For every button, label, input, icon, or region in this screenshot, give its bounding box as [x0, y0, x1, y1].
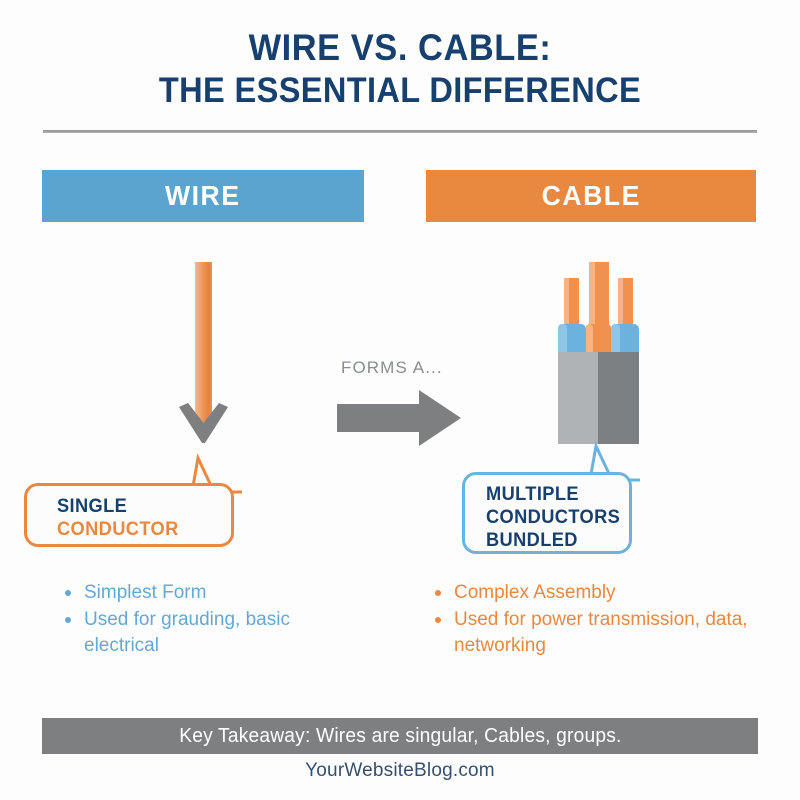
callout-cable-line-3: BUNDLED	[486, 530, 578, 552]
callout-wire-line-1: SINGLE	[57, 496, 128, 517]
title-divider	[43, 130, 757, 133]
column-header-cable-label: CABLE	[541, 180, 641, 211]
website-url: YourWebsiteBlog.com	[305, 760, 495, 781]
column-header-wire: WIRE	[42, 170, 364, 222]
forms-a-label: FORMS A...	[341, 358, 443, 377]
key-takeaway-text: Key Takeaway: Wires are singular, Cables…	[178, 724, 622, 747]
wire-strand-icon	[195, 262, 212, 426]
page-title: WIRE VS. CABLE: THE ESSENTIAL DIFFERENCE	[0, 26, 800, 112]
callout-wire-line-2: CONDUCTOR	[57, 519, 179, 541]
list-item: Simplest Form	[62, 580, 362, 605]
down-arrow-icon	[179, 403, 228, 443]
cable-feature-list: Complex Assembly Used for power transmis…	[432, 580, 772, 660]
cable-bundle-icon	[558, 262, 639, 444]
title-line-2: THE ESSENTIAL DIFFERENCE	[158, 70, 642, 110]
column-header-wire-label: WIRE	[165, 180, 241, 211]
callout-cable-line-1: MULTIPLE	[486, 484, 579, 505]
callout-single-conductor: SINGLE CONDUCTOR	[24, 483, 234, 547]
title-line-1: WIRE VS. CABLE:	[248, 27, 552, 68]
list-item: Used for grauding, basic electrical	[62, 607, 362, 658]
list-item: Used for power transmission, data, netwo…	[432, 607, 772, 658]
wire-feature-list: Simplest Form Used for grauding, basic e…	[62, 580, 362, 660]
callout-cable-line-2: CONDUCTORS	[486, 507, 621, 529]
right-arrow-icon	[337, 390, 461, 446]
list-item: Complex Assembly	[432, 580, 772, 605]
key-takeaway-bar: Key Takeaway: Wires are singular, Cables…	[42, 718, 758, 754]
column-header-cable: CABLE	[426, 170, 756, 222]
callout-multiple-conductors: MULTIPLE CONDUCTORS BUNDLED	[462, 472, 632, 554]
